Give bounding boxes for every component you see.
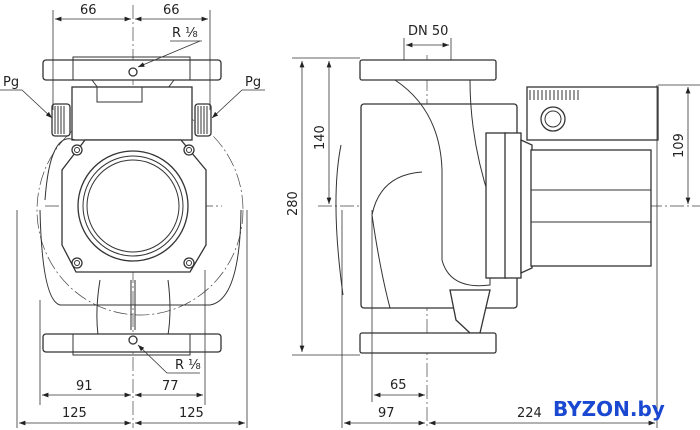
dim-280-label: 280 <box>286 191 301 216</box>
plug-bottom <box>128 335 138 345</box>
watermark: BYZON.by <box>553 397 665 421</box>
plug-top <box>128 67 138 77</box>
knurling <box>54 106 208 134</box>
front-view: 66 66 R ⅛ Pg Pg R ⅛ 91 77 125 125 <box>0 3 265 428</box>
leader-top <box>137 40 201 68</box>
pg-right-label: Pg <box>245 75 261 90</box>
port-bottom-label: R ⅛ <box>175 358 201 373</box>
dim-224-label: 224 <box>517 406 542 421</box>
vent-slots <box>529 90 579 100</box>
dim-66-left-label: 66 <box>80 3 97 18</box>
motor-cylinder <box>530 149 652 267</box>
side-top-flange <box>359 59 497 81</box>
motor-flange <box>504 132 522 279</box>
side-bottom-neck <box>449 289 491 334</box>
impeller-ring-mid <box>82 155 184 257</box>
bolts <box>71 144 195 269</box>
dim-140-label: 140 <box>313 125 328 150</box>
dim-65-label: 65 <box>390 378 407 393</box>
pg-left-label: Pg <box>3 75 19 90</box>
dim-125-left-label: 125 <box>62 406 87 421</box>
leader-bottom <box>137 344 168 374</box>
dim-97-label: 97 <box>378 406 395 421</box>
dim-125-right-label: 125 <box>179 406 204 421</box>
dim-91-label: 91 <box>76 379 93 394</box>
dim-109-label: 109 <box>672 133 687 158</box>
motor-lines <box>531 189 651 223</box>
header-box <box>71 86 193 141</box>
impeller-ring-outer <box>77 150 189 262</box>
dim-77-label: 77 <box>162 379 179 394</box>
bottom-plate <box>72 333 191 356</box>
side-view: DN 50 280 140 109 65 97 224 <box>286 24 700 428</box>
port-top-label: R ⅛ <box>172 26 198 41</box>
leader-pg-left <box>21 89 53 119</box>
side-bottom-flange <box>359 332 497 354</box>
control-knob-inner <box>544 110 562 128</box>
impeller-ring-inner <box>86 159 180 253</box>
leader-pg-right <box>211 89 243 119</box>
flange-plate <box>72 56 191 81</box>
motor-cone <box>520 138 533 275</box>
pg-knob-right <box>194 103 212 137</box>
header-top <box>96 86 143 103</box>
dim-66-right-label: 66 <box>163 3 180 18</box>
bottom-neck <box>96 279 171 336</box>
volute-path <box>394 79 491 287</box>
dn50-label: DN 50 <box>408 24 448 39</box>
motor-adapter <box>485 132 507 279</box>
